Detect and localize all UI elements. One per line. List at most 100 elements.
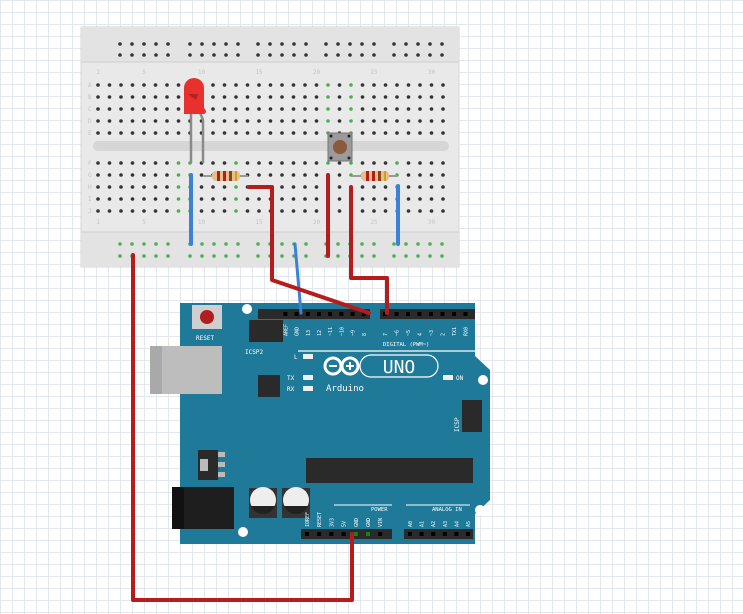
breadboard-hole[interactable] xyxy=(418,131,422,135)
breadboard-hole[interactable] xyxy=(418,107,422,111)
wire-5v-to-power-rail[interactable] xyxy=(131,253,354,602)
breadboard-hole[interactable] xyxy=(199,185,204,189)
breadboard-hole[interactable] xyxy=(130,197,135,201)
breadboard-hole[interactable] xyxy=(165,131,169,135)
digital-pin[interactable] xyxy=(383,312,387,316)
breadboard-hole[interactable] xyxy=(257,83,261,87)
breadboard-hole[interactable] xyxy=(224,42,228,46)
breadboard-hole[interactable] xyxy=(428,254,432,258)
breadboard-hole[interactable] xyxy=(166,53,170,57)
breadboard-hole[interactable] xyxy=(280,242,284,246)
breadboard-hole[interactable] xyxy=(360,185,365,189)
breadboard-hole[interactable] xyxy=(291,119,296,123)
pushbutton[interactable] xyxy=(327,132,353,162)
breadboard-hole[interactable] xyxy=(130,119,135,123)
breadboard-hole[interactable] xyxy=(372,131,376,135)
header-pin[interactable] xyxy=(329,532,334,536)
breadboard-hole[interactable] xyxy=(96,185,100,189)
breadboard-hole[interactable] xyxy=(395,95,399,99)
breadboard-hole[interactable] xyxy=(142,42,146,46)
breadboard-hole[interactable] xyxy=(314,119,319,123)
breadboard-hole[interactable] xyxy=(256,254,260,258)
breadboard-hole[interactable] xyxy=(96,131,100,135)
breadboard-hole[interactable] xyxy=(142,209,146,213)
breadboard-hole[interactable] xyxy=(236,42,240,46)
breadboard-hole[interactable] xyxy=(326,95,330,99)
breadboard-hole[interactable] xyxy=(416,42,420,46)
breadboard-hole[interactable] xyxy=(314,173,319,177)
breadboard-hole[interactable] xyxy=(257,209,261,213)
breadboard-hole[interactable] xyxy=(96,197,100,201)
breadboard-hole[interactable] xyxy=(107,197,112,201)
breadboard-hole[interactable] xyxy=(360,83,365,87)
breadboard-hole[interactable] xyxy=(349,119,353,123)
breadboard-hole[interactable] xyxy=(336,42,340,46)
breadboard-hole[interactable] xyxy=(119,197,123,201)
breadboard-hole[interactable] xyxy=(291,209,296,213)
resistor-1[interactable] xyxy=(203,171,248,181)
breadboard-hole[interactable] xyxy=(200,42,204,46)
digital-pin[interactable] xyxy=(440,312,445,316)
breadboard-hole[interactable] xyxy=(245,197,250,201)
breadboard-hole[interactable] xyxy=(224,242,228,246)
header-pin[interactable] xyxy=(341,532,346,536)
breadboard-hole[interactable] xyxy=(199,197,204,201)
breadboard-hole[interactable] xyxy=(395,161,399,165)
digital-pin[interactable] xyxy=(429,312,433,316)
breadboard-hole[interactable] xyxy=(234,161,238,165)
breadboard-hole[interactable] xyxy=(245,95,250,99)
digital-pin[interactable] xyxy=(317,312,321,316)
breadboard-hole[interactable] xyxy=(256,42,260,46)
breadboard-hole[interactable] xyxy=(406,185,411,189)
breadboard-hole[interactable] xyxy=(142,119,146,123)
header-pin[interactable] xyxy=(442,532,447,536)
breadboard-hole[interactable] xyxy=(224,254,228,258)
breadboard-hole[interactable] xyxy=(441,107,445,111)
breadboard-hole[interactable] xyxy=(222,83,227,87)
breadboard-hole[interactable] xyxy=(118,53,122,57)
breadboard-hole[interactable] xyxy=(418,83,422,87)
breadboard-hole[interactable] xyxy=(337,209,342,213)
breadboard-hole[interactable] xyxy=(404,53,408,57)
breadboard-hole[interactable] xyxy=(360,95,365,99)
resistor-2[interactable] xyxy=(352,171,397,181)
breadboard-hole[interactable] xyxy=(222,107,227,111)
breadboard-hole[interactable] xyxy=(211,197,215,201)
breadboard-hole[interactable] xyxy=(96,107,100,111)
breadboard-hole[interactable] xyxy=(119,185,123,189)
header-pin[interactable] xyxy=(466,532,470,536)
breadboard-hole[interactable] xyxy=(303,95,307,99)
breadboard-hole[interactable] xyxy=(326,161,330,165)
breadboard-hole[interactable] xyxy=(200,53,204,57)
breadboard-hole[interactable] xyxy=(349,107,353,111)
breadboard-hole[interactable] xyxy=(268,131,273,135)
breadboard-hole[interactable] xyxy=(211,83,215,87)
breadboard-hole[interactable] xyxy=(153,173,158,177)
breadboard-hole[interactable] xyxy=(256,242,260,246)
breadboard-hole[interactable] xyxy=(119,173,123,177)
breadboard-hole[interactable] xyxy=(96,161,100,165)
breadboard-hole[interactable] xyxy=(383,209,388,213)
breadboard-hole[interactable] xyxy=(372,185,376,189)
breadboard-hole[interactable] xyxy=(200,254,204,258)
breadboard-hole[interactable] xyxy=(257,119,261,123)
breadboard-hole[interactable] xyxy=(268,53,272,57)
breadboard-hole[interactable] xyxy=(441,119,445,123)
breadboard-hole[interactable] xyxy=(211,95,215,99)
breadboard-hole[interactable] xyxy=(96,209,100,213)
digital-pin[interactable] xyxy=(294,312,299,316)
breadboard-hole[interactable] xyxy=(212,254,216,258)
breadboard-hole[interactable] xyxy=(107,119,112,123)
header-pin[interactable] xyxy=(454,532,459,536)
breadboard-hole[interactable] xyxy=(406,131,411,135)
breadboard-hole[interactable] xyxy=(166,254,170,258)
breadboard-hole[interactable] xyxy=(392,42,396,46)
breadboard-hole[interactable] xyxy=(416,254,420,258)
breadboard-hole[interactable] xyxy=(441,185,445,189)
breadboard-hole[interactable] xyxy=(404,254,408,258)
breadboard-hole[interactable] xyxy=(337,107,342,111)
breadboard-hole[interactable] xyxy=(153,161,158,165)
breadboard-hole[interactable] xyxy=(360,242,364,246)
breadboard-hole[interactable] xyxy=(257,197,261,201)
breadboard-hole[interactable] xyxy=(326,119,330,123)
